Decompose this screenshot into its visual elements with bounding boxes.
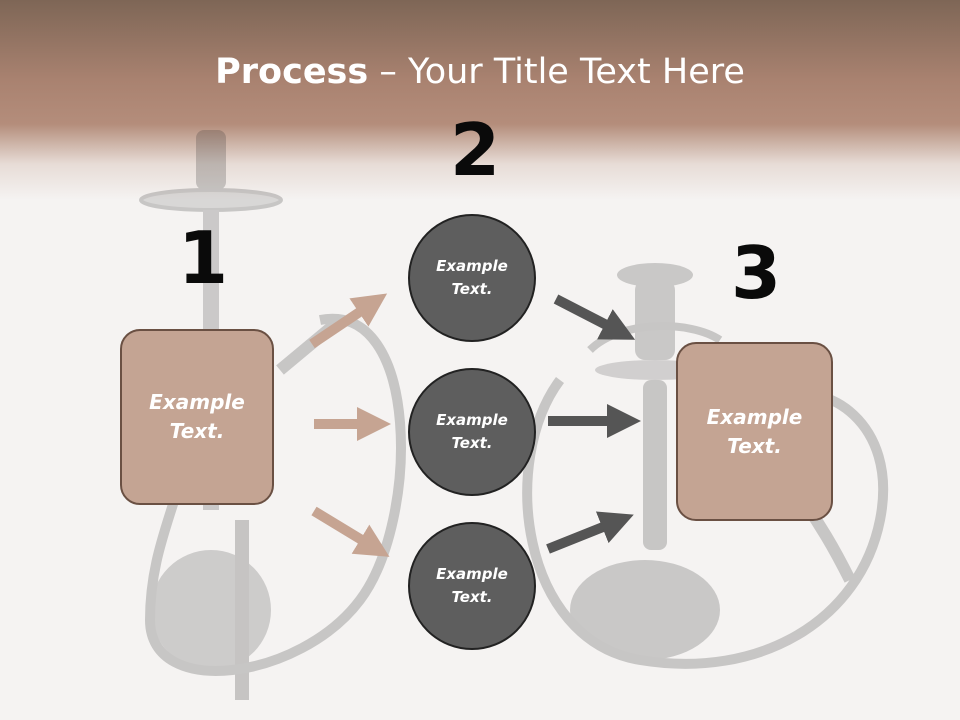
step-number-2: 2 xyxy=(450,108,501,192)
step-3-box-line1: Example xyxy=(706,404,803,429)
slide-title: Process – Your Title Text Here xyxy=(0,52,960,92)
step-1-box-line1: Example xyxy=(149,390,245,414)
title-process: Process xyxy=(215,52,369,92)
arrow-to-circle-bottom xyxy=(311,506,390,557)
circle-middle-line2: Text. xyxy=(451,434,493,452)
step-3-box-line2: Text. xyxy=(727,433,782,458)
title-dash: – xyxy=(368,52,408,92)
arrow-from-circle-bottom xyxy=(546,511,634,554)
step-number-3: 3 xyxy=(731,231,782,315)
circle-middle-line1: Example xyxy=(436,411,508,429)
circle-top-line1: Example xyxy=(436,257,508,275)
arrow-from-circle-top xyxy=(553,294,636,340)
title-subtitle: Your Title Text Here xyxy=(407,52,745,92)
header-band xyxy=(0,0,960,200)
step-number-1: 1 xyxy=(178,216,229,300)
arrow-to-circle-top xyxy=(309,293,388,349)
step-1-box-line2: Text. xyxy=(169,419,225,443)
circle-bottom-line1: Example xyxy=(436,565,508,583)
circle-top-line2: Text. xyxy=(451,280,493,298)
circle-bottom-line2: Text. xyxy=(451,588,493,606)
